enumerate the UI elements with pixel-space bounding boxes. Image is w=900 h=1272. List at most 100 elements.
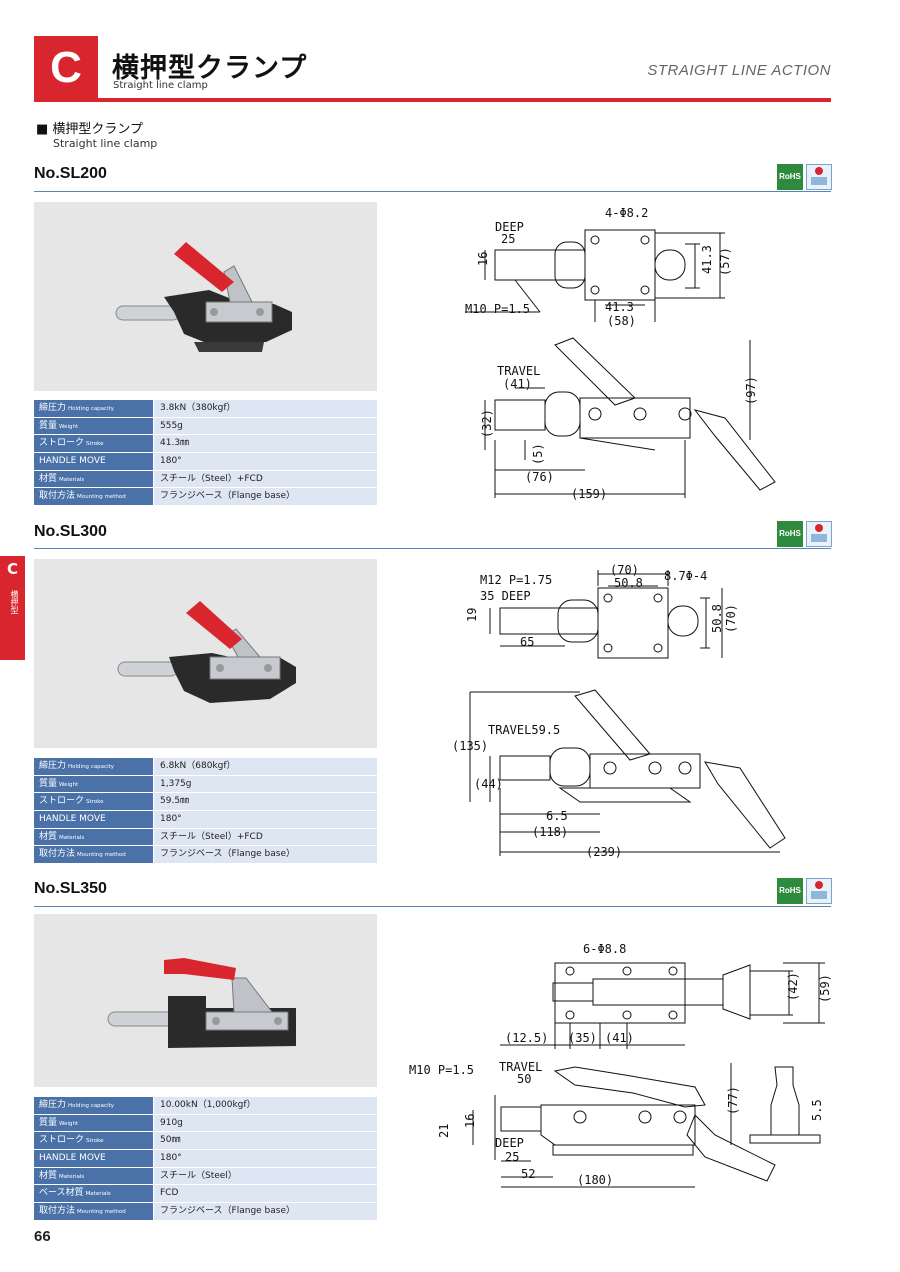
- section-letter-badge: C: [34, 36, 98, 100]
- certification-icon: [806, 878, 832, 904]
- dim-label: (239): [586, 845, 622, 859]
- dim-label: (97): [744, 376, 758, 405]
- dim-label: (42): [786, 972, 800, 1001]
- dim-label: 6.5: [546, 809, 568, 823]
- dim-label: M12 P=1.75: [480, 573, 552, 587]
- dim-label: M10 P=1.5: [409, 1063, 474, 1077]
- dim-label: 41.3: [700, 245, 714, 274]
- dim-label: M10 P=1.5: [465, 302, 530, 316]
- dim-label: (32): [480, 409, 494, 438]
- dim-label: (70): [610, 563, 639, 577]
- dim-label: 52: [521, 1167, 535, 1181]
- side-index-tab[interactable]: C 横押型: [0, 556, 25, 660]
- page-header: C 横押型クランプ Straight line clamp STRAIGHT L…: [34, 36, 831, 102]
- dim-label: (58): [607, 314, 636, 328]
- dim-label: 65: [520, 635, 534, 649]
- dim-label: (41): [605, 1031, 634, 1045]
- dim-label: (159): [571, 487, 607, 501]
- rohs-icon: RoHS: [777, 521, 803, 547]
- dim-label: TRAVEL: [499, 1060, 542, 1074]
- clamp-illustration: [117, 601, 296, 703]
- rohs-icon: RoHS: [777, 878, 803, 904]
- model-rule: [34, 906, 831, 907]
- dim-label: 25: [501, 232, 515, 246]
- model-title-sl350: No.SL350: [34, 880, 107, 897]
- product-photo-sl300: [34, 559, 377, 748]
- dim-label: 16: [463, 1114, 477, 1128]
- cert-badges: RoHS: [777, 521, 832, 547]
- intro-title-jp: ■ 横押型クランプ: [36, 122, 144, 137]
- dim-label: 25: [505, 1150, 519, 1164]
- dim-label: (180): [577, 1173, 613, 1187]
- dim-label: (44): [474, 777, 503, 791]
- dim-label: (76): [525, 470, 554, 484]
- page-title-jp: 横押型クランプ: [112, 53, 308, 84]
- dim-label: 50.8: [710, 604, 724, 633]
- dim-label: DEEP: [495, 220, 524, 234]
- dim-label: (70): [724, 604, 738, 633]
- product-photo-sl350: [34, 914, 377, 1087]
- dim-label: 4-Φ8.2: [605, 206, 648, 220]
- model-title-sl300: No.SL300: [34, 523, 107, 540]
- dim-label: 41.3: [605, 300, 634, 314]
- dim-label: 35 DEEP: [480, 589, 531, 603]
- dim-label: 16: [476, 252, 490, 266]
- page-title-en: Straight line clamp: [113, 80, 208, 91]
- dim-label: (59): [818, 974, 832, 1003]
- dim-label: (118): [532, 825, 568, 839]
- dim-label: (135): [452, 739, 488, 753]
- dim-label: (12.5): [505, 1031, 548, 1045]
- certification-icon: [806, 521, 832, 547]
- model-title-sl200: No.SL200: [34, 165, 107, 182]
- clamp-illustration: [107, 958, 296, 1048]
- page-tagline: STRAIGHT LINE ACTION: [647, 62, 831, 79]
- side-tab-label: 横押型: [10, 590, 19, 614]
- cert-badges: RoHS: [777, 164, 832, 190]
- certification-icon: [806, 164, 832, 190]
- technical-drawing-sl350: 6-Φ8.8 (42) (59) (12.5) (35) (41) M10 P=…: [405, 935, 832, 1205]
- dim-label: TRAVEL59.5: [488, 723, 560, 737]
- dim-label: (77): [726, 1086, 740, 1115]
- dim-label: TRAVEL: [497, 364, 540, 378]
- dim-label: 21: [437, 1124, 451, 1138]
- dim-label: (35): [568, 1031, 597, 1045]
- product-photo-sl200: [34, 202, 377, 391]
- technical-drawing-sl300: (70) 50.8 8.7Φ-4 M12 P=1.75 35 DEEP 19 6…: [450, 558, 835, 868]
- intro-title-en: Straight line clamp: [53, 137, 158, 150]
- clamp-illustration: [115, 242, 292, 352]
- rohs-icon: RoHS: [777, 164, 803, 190]
- header-rule: [34, 98, 831, 102]
- dim-label: DEEP: [495, 1136, 524, 1150]
- dim-label: 6-Φ8.8: [583, 942, 626, 956]
- dim-label: 5.5: [810, 1099, 824, 1121]
- dim-label: (41): [503, 377, 532, 391]
- page-number: 66: [34, 1228, 51, 1245]
- dim-label: 8.7Φ-4: [664, 569, 707, 583]
- dim-label: (5): [531, 443, 545, 465]
- technical-drawing-sl200: 4-Φ8.2 DEEP 25 16 41.3 (57) M10 P=1.5 41…: [455, 200, 835, 510]
- dim-label: 50: [517, 1072, 531, 1086]
- dim-label: (57): [718, 247, 732, 276]
- cert-badges: RoHS: [777, 878, 832, 904]
